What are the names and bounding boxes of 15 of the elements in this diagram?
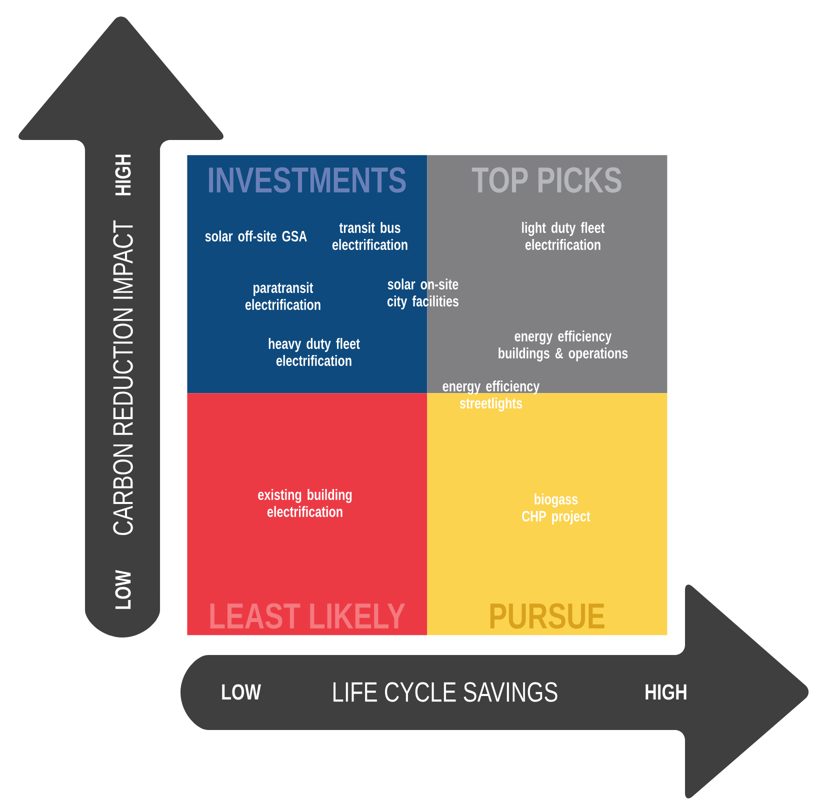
item-label: solar off-site GSA xyxy=(205,230,307,242)
item-label: energy efficiency streetlights xyxy=(442,380,540,412)
axis-end-label: HIGH xyxy=(115,154,131,196)
axis-end-label: HIGH xyxy=(646,684,686,700)
item-label: light duty fleet electrification xyxy=(522,222,605,250)
item-label: energy efficiency buildings & operations xyxy=(498,330,628,362)
item-label: biogass CHP project xyxy=(522,494,590,524)
item-label: existing building electrification xyxy=(258,488,352,517)
item-label: paratransit electrification xyxy=(245,282,320,310)
axis-title: LIFE CYCLE SAVINGS xyxy=(334,682,558,702)
axis-end-label: LOW xyxy=(115,570,131,609)
axis-end-label: LOW xyxy=(222,684,261,700)
axis-title: CARBON REDUCTION IMPACT xyxy=(113,220,133,536)
item-label: heavy duty fleet electrification xyxy=(268,338,360,366)
item-label: transit bus electrification xyxy=(332,222,408,250)
